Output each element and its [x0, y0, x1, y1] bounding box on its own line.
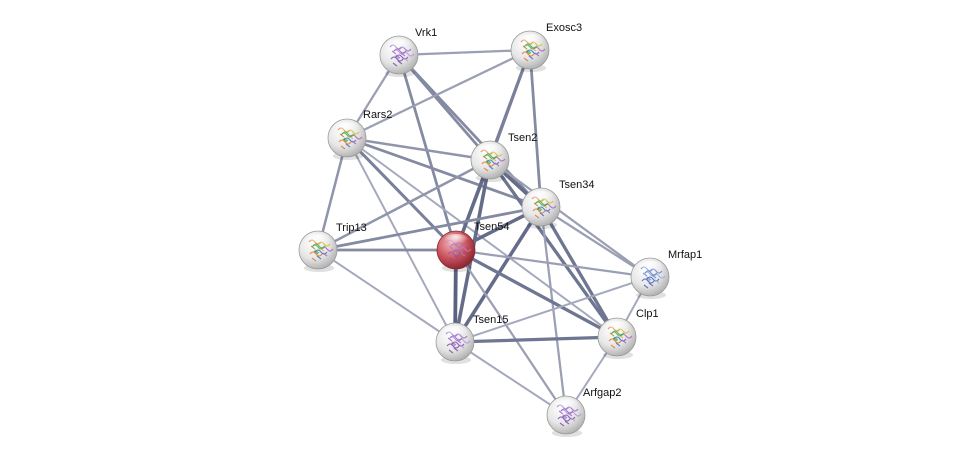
node-rars2[interactable]: Rars2	[327, 109, 392, 160]
edge-tsen2-mrfap1[interactable]	[488, 158, 652, 279]
node-exosc3[interactable]: Exosc3	[510, 22, 582, 72]
node-gloss	[442, 233, 470, 250]
edge-trip13-tsen15[interactable]	[317, 249, 456, 343]
node-clp1[interactable]: Clp1	[597, 308, 659, 359]
edge-rars2-tsen54[interactable]	[345, 136, 458, 252]
node-label-vrk1: Vrk1	[415, 27, 437, 39]
edge-tsen34-clp1[interactable]	[539, 205, 619, 339]
node-gloss	[603, 320, 631, 337]
node-mrfap1[interactable]: Mrfap1	[630, 249, 702, 299]
node-label-tsen54: Tsen54	[474, 221, 509, 233]
node-gloss	[304, 233, 332, 250]
edge-vrk1-exosc3[interactable]	[397, 48, 532, 57]
edge-exosc3-rars2[interactable]	[345, 48, 532, 140]
edge-tsen15-mrfap1[interactable]	[454, 276, 651, 343]
node-trip13[interactable]: Trip13	[298, 222, 367, 272]
edge-rars2-tsen34[interactable]	[345, 136, 543, 209]
node-gloss	[636, 260, 664, 277]
edge-tsen34-trip13[interactable]	[316, 205, 543, 252]
node-gloss	[527, 190, 555, 207]
edge-rars2-tsen15[interactable]	[346, 137, 456, 343]
edge-tsen34-arfgap2[interactable]	[539, 205, 568, 417]
edge-vrk1-tsen34[interactable]	[397, 53, 543, 209]
edge-tsen54-mrfap1[interactable]	[454, 248, 652, 279]
node-tsen54[interactable]: Tsen54	[436, 221, 509, 272]
node-label-tsen34: Tsen34	[559, 179, 594, 191]
edge-tsen2-trip13[interactable]	[316, 158, 492, 252]
node-gloss	[552, 398, 580, 415]
node-vrk1[interactable]: Vrk1	[379, 27, 437, 77]
node-gloss	[441, 325, 469, 342]
edge-tsen54-arfgap2[interactable]	[454, 248, 568, 417]
node-tsen2[interactable]: Tsen2	[470, 132, 537, 182]
node-label-exosc3: Exosc3	[546, 22, 582, 34]
node-label-mrfap1: Mrfap1	[668, 249, 702, 261]
node-label-trip13: Trip13	[336, 222, 367, 234]
node-label-tsen2: Tsen2	[508, 132, 537, 144]
edge-vrk1-tsen54[interactable]	[397, 53, 458, 252]
node-arfgap2[interactable]: Arfgap2	[546, 387, 622, 437]
node-gloss	[385, 38, 413, 55]
node-tsen34[interactable]: Tsen34	[521, 179, 594, 229]
node-label-clp1: Clp1	[636, 308, 659, 320]
node-gloss	[476, 143, 504, 160]
edge-tsen2-clp1[interactable]	[488, 158, 619, 339]
edge-rars2-tsen2[interactable]	[345, 136, 492, 162]
edge-tsen15-clp1[interactable]	[453, 335, 619, 344]
edge-tsen34-mrfap1[interactable]	[539, 205, 652, 279]
node-label-tsen15: Tsen15	[473, 314, 508, 326]
node-gloss	[516, 33, 544, 50]
edge-exosc3-tsen34[interactable]	[528, 48, 543, 209]
node-tsen15[interactable]: Tsen15	[435, 314, 508, 364]
edge-tsen15-arfgap2[interactable]	[454, 341, 567, 416]
node-label-rars2: Rars2	[363, 109, 392, 121]
edge-tsen54-clp1[interactable]	[454, 248, 619, 339]
node-label-arfgap2: Arfgap2	[583, 387, 622, 399]
node-gloss	[333, 121, 361, 138]
